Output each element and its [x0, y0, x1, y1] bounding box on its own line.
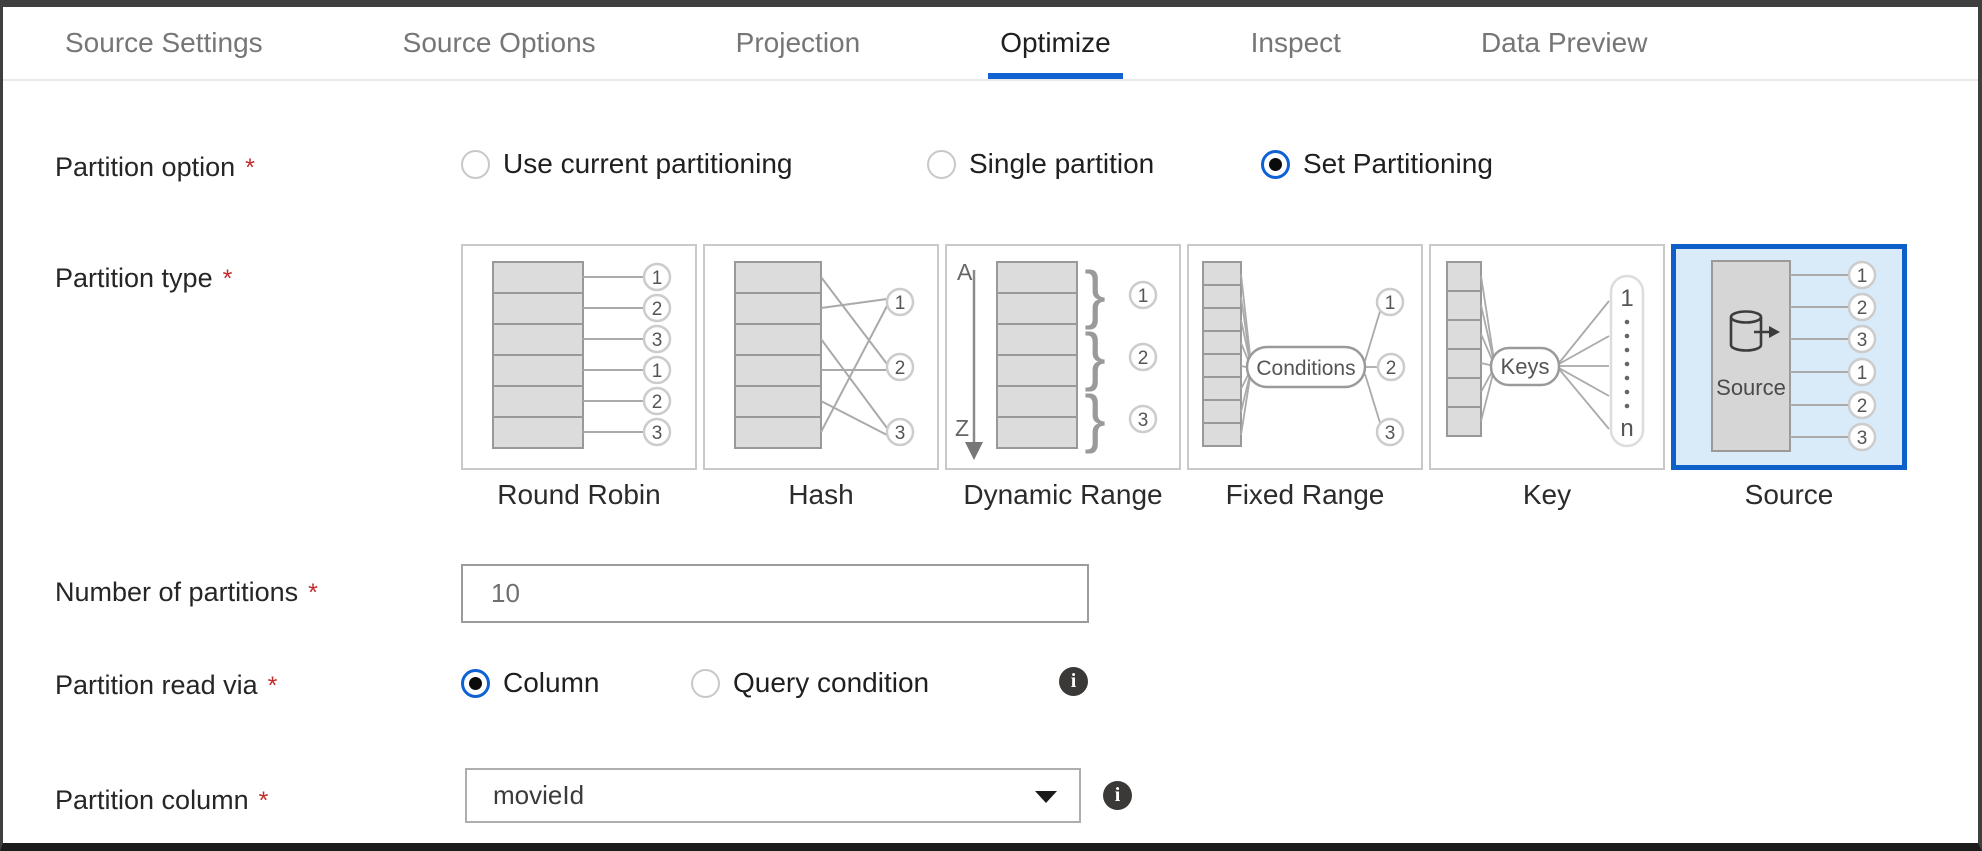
partition-read-via-info-icon[interactable]: i [1059, 667, 1088, 696]
svg-text:2: 2 [652, 392, 663, 413]
svg-text:1: 1 [652, 361, 663, 382]
key-diagram-icon: Keys 1 n [1446, 261, 1645, 448]
partition-column-label: Partition column * [55, 785, 268, 816]
tile-caption-round-robin: Round Robin [497, 479, 661, 510]
dynamic-range-diagram-icon: A Z }}} 1 2 3 [955, 258, 1158, 460]
svg-text:2: 2 [1857, 298, 1868, 319]
tile-caption-dynamic-range: Dynamic Range [963, 479, 1163, 510]
partition-read-via-label-text: Partition read via [55, 670, 258, 700]
tab-source-options[interactable]: Source Options [402, 27, 596, 58]
chevron-down-icon [1035, 790, 1057, 803]
svg-text:1: 1 [895, 293, 906, 314]
svg-text:3: 3 [895, 423, 906, 444]
svg-text:1: 1 [1620, 285, 1633, 312]
radio-circle-icon [461, 149, 490, 179]
source-diagram-icon: Source 1 2 3 1 2 3 [1711, 260, 1877, 452]
required-asterisk: * [308, 579, 318, 607]
required-asterisk: * [267, 672, 278, 700]
tab-projection[interactable]: Projection [735, 27, 861, 58]
number-of-partitions-input[interactable] [461, 564, 1089, 623]
partition-column-label-text: Partition column [55, 785, 249, 815]
required-asterisk: * [222, 265, 233, 293]
svg-text:}: } [1084, 320, 1105, 392]
svg-text:3: 3 [652, 423, 663, 444]
partition-column-selected-value: movieId [493, 780, 585, 810]
svg-text:3: 3 [1857, 330, 1868, 351]
svg-text:Keys: Keys [1501, 354, 1550, 379]
tile-caption-source: Source [1744, 479, 1834, 510]
radio-column[interactable]: Column [461, 667, 599, 699]
partition-type-tile-group: 1 2 3 1 2 3 [461, 244, 1907, 470]
required-asterisk: * [245, 154, 255, 182]
tile-round-robin[interactable]: 1 2 3 1 2 3 [461, 244, 697, 470]
number-of-partitions-label-text: Number of partitions [55, 577, 299, 607]
svg-text:n: n [1620, 415, 1633, 442]
radio-label: Set Partitioning [1303, 148, 1493, 179]
svg-text:Conditions: Conditions [1256, 357, 1355, 380]
svg-text:1: 1 [652, 268, 663, 289]
svg-text:3: 3 [1857, 428, 1868, 449]
radio-use-current-partitioning[interactable]: Use current partitioning [461, 148, 792, 180]
hash-diagram-icon: 1 2 3 [734, 261, 915, 449]
svg-text:1: 1 [1857, 363, 1868, 384]
tab-source-settings[interactable]: Source Settings [65, 27, 263, 58]
tile-caption-key: Key [1522, 479, 1572, 510]
svg-text:Z: Z [955, 415, 969, 441]
tile-dynamic-range[interactable]: A Z }}} 1 2 3 [945, 244, 1181, 470]
tile-fixed-range[interactable]: Conditions 1 2 3 [1187, 244, 1423, 470]
radio-circle-icon [927, 149, 956, 179]
tile-caption-fixed-range: Fixed Range [1225, 479, 1385, 510]
tile-source[interactable]: Source 1 2 3 1 2 3 [1671, 244, 1907, 470]
round-robin-diagram-icon: 1 2 3 1 2 3 [492, 261, 672, 449]
svg-text:2: 2 [895, 358, 906, 379]
svg-text:1: 1 [1385, 293, 1396, 314]
radio-set-partitioning[interactable]: Set Partitioning [1261, 148, 1493, 180]
svg-text:1: 1 [1138, 286, 1149, 307]
svg-text:3: 3 [1138, 410, 1149, 431]
tab-inspect[interactable]: Inspect [1250, 27, 1341, 58]
required-asterisk: * [258, 787, 269, 815]
fixed-range-diagram-icon: Conditions 1 2 3 [1202, 261, 1406, 447]
radio-single-partition[interactable]: Single partition [927, 148, 1154, 180]
radio-label: Query condition [733, 667, 930, 698]
radio-query-condition[interactable]: Query condition [691, 667, 929, 699]
svg-text:2: 2 [1386, 358, 1397, 379]
radio-label: Single partition [969, 148, 1155, 179]
number-of-partitions-label: Number of partitions * [55, 577, 318, 608]
partition-column-info-icon[interactable]: i [1103, 781, 1132, 810]
partition-option-label: Partition option * [55, 152, 255, 183]
svg-text:Source: Source [1716, 375, 1786, 400]
partition-read-via-label: Partition read via * [55, 670, 277, 701]
partition-type-captions: Round Robin Hash Dynamic Range Fixed Ran… [461, 479, 1907, 511]
partition-option-label-text: Partition option [55, 152, 236, 182]
svg-text:1: 1 [1857, 266, 1868, 287]
tile-hash[interactable]: 1 2 3 [703, 244, 939, 470]
svg-text:}: } [1084, 382, 1105, 454]
radio-label: Column [503, 667, 600, 698]
partition-type-label-text: Partition type [55, 263, 213, 293]
tile-caption-hash: Hash [788, 479, 854, 510]
tab-bar: Source Settings Source Options Projectio… [3, 7, 1978, 81]
svg-text:}: } [1084, 258, 1105, 330]
radio-circle-selected-icon [461, 668, 490, 698]
svg-text:A: A [957, 259, 973, 285]
radio-circle-selected-icon [1261, 149, 1290, 179]
radio-label: Use current partitioning [503, 148, 793, 179]
partition-type-label: Partition type * [55, 263, 232, 294]
svg-text:2: 2 [652, 299, 663, 320]
svg-text:3: 3 [1385, 423, 1396, 444]
svg-text:2: 2 [1857, 396, 1868, 417]
svg-text:3: 3 [652, 330, 663, 351]
radio-circle-icon [691, 668, 720, 698]
partition-column-dropdown[interactable]: movieId [465, 768, 1081, 823]
svg-text:2: 2 [1138, 348, 1149, 369]
tab-data-preview[interactable]: Data Preview [1480, 27, 1648, 58]
tile-key[interactable]: Keys 1 n [1429, 244, 1665, 470]
tab-optimize[interactable]: Optimize [988, 7, 1124, 79]
